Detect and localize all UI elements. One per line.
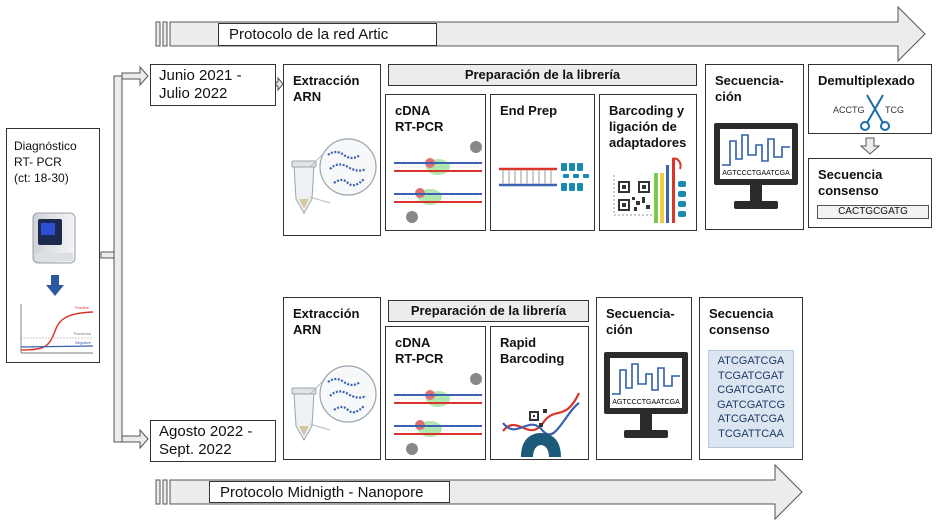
diagnosis-ct: (ct: 18-30) xyxy=(14,171,69,185)
bottom-consensus-box: Secuencia consenso ATCGATCGA TCGATCGAT C… xyxy=(699,297,803,460)
period-bottom-line1: Agosto 2022 - xyxy=(159,423,253,440)
top-library-header: Preparación de la librería xyxy=(388,64,697,86)
top-consensus-sequence: CACTGCGATG xyxy=(817,205,929,219)
consensus-line: CGATCGATC xyxy=(717,384,785,396)
top-protocol-arrow xyxy=(155,5,926,63)
bottom-sequencing-line1: Secuencia- xyxy=(606,306,675,321)
top-consensus-line1: Secuencia xyxy=(818,167,883,182)
barcode-ligation-icon xyxy=(613,157,686,223)
top-sequencing-line2: ción xyxy=(715,89,742,104)
diagnosis-title: Diagnóstico xyxy=(14,139,77,153)
rna-tube-icon xyxy=(291,138,377,215)
period-top-box: Junio 2021 - Julio 2022 xyxy=(150,64,276,106)
bottom-cdna-line2: RT-PCR xyxy=(395,351,444,366)
consensus-line: TCGATCGAT xyxy=(717,369,785,382)
top-extraction-box: Extracción ARN xyxy=(283,64,381,236)
top-cdna-line1: cDNA xyxy=(395,103,431,118)
legend-negative: Negative xyxy=(75,340,92,345)
top-extraction-line2: ARN xyxy=(293,89,322,104)
top-sequencing-line1: Secuencia- xyxy=(715,73,784,88)
demux-title: Demultiplexado xyxy=(818,73,915,88)
top-barcoding-line3: adaptadores xyxy=(609,135,687,150)
top-barcoding-line2: ligación de xyxy=(609,119,677,134)
consensus-sequence-panel: ATCGATCGA TCGATCGAT CGATCGATC GATCGATCG … xyxy=(708,350,794,448)
scissors-icon: ACCTG TCG xyxy=(833,94,904,131)
bottom-screen-sequence: AGTCCCTGAATCGA xyxy=(612,399,680,406)
pcr-machine-icon xyxy=(32,212,76,264)
rt-pcr-icon xyxy=(394,141,482,223)
consensus-line: ATCGATCGA xyxy=(717,355,785,367)
demux-down-arrow xyxy=(859,137,881,155)
bottom-cdna-box: cDNA RT-PCR xyxy=(385,326,486,460)
rapid-barcoding-line2: Barcoding xyxy=(500,351,565,366)
demux-seq-right: TCG xyxy=(885,105,904,115)
amplification-chart-icon: Positive Threshold Negative xyxy=(20,304,94,354)
top-consensus-line2: consenso xyxy=(818,183,879,198)
bottom-sequencer-monitor-icon: AGTCCCTGAATCGA xyxy=(604,352,688,438)
diagnosis-method: RT- PCR xyxy=(14,155,62,169)
bottom-protocol-label: Protocolo Midnigth - Nanopore xyxy=(209,481,450,503)
consensus-line: TCGATTCAA xyxy=(718,427,784,440)
top-cdna-line2: RT-PCR xyxy=(395,119,444,134)
bottom-extraction-box: Extracción ARN xyxy=(283,297,381,460)
legend-positive: Positive xyxy=(75,305,90,310)
top-barcoding-line1: Barcoding y xyxy=(609,103,685,118)
diagnosis-connector xyxy=(100,65,149,450)
consensus-line: GATCGATCG xyxy=(716,398,786,411)
top-sequencing-box: Secuencia- ción AGTCCCTGAATCGA xyxy=(705,64,804,230)
end-prep-icon xyxy=(499,163,589,191)
rapid-barcoding-box: Rapid Barcoding xyxy=(490,326,589,460)
period-top-line2: Julio 2022 xyxy=(159,85,228,102)
down-arrow-icon xyxy=(46,275,64,296)
bottom-extraction-line2: ARN xyxy=(293,322,322,337)
bottom-sequencing-box: Secuencia- ción AGTCCCTGAATCGA xyxy=(596,297,692,460)
sequencer-monitor-icon: AGTCCCTGAATCGA xyxy=(714,123,798,209)
top-barcoding-box: Barcoding y ligación de adaptadores xyxy=(599,94,697,231)
demux-seq-left: ACCTG xyxy=(833,105,865,115)
top-endprep-title: End Prep xyxy=(500,103,558,118)
bottom-consensus-line1: Secuencia xyxy=(709,306,774,321)
top-extraction-line1: Extracción xyxy=(293,73,360,88)
top-protocol-label: Protocolo de la red Artic xyxy=(218,23,437,46)
top-endprep-box: End Prep xyxy=(490,94,595,231)
top-cdna-box: cDNA RT-PCR xyxy=(385,94,486,231)
legend-threshold: Threshold xyxy=(73,331,91,336)
rapid-barcoding-icon xyxy=(502,392,580,457)
bottom-consensus-line2: consenso xyxy=(709,322,770,337)
consensus-line: ATCGATCGA xyxy=(717,413,785,425)
bottom-rna-tube-icon xyxy=(291,365,377,442)
bottom-protocol-arrow xyxy=(155,463,803,521)
bottom-extraction-line1: Extracción xyxy=(293,306,360,321)
top-screen-sequence: AGTCCCTGAATCGA xyxy=(722,170,790,177)
demux-box: Demultiplexado ACCTG TCG xyxy=(808,64,932,134)
period-top-line1: Junio 2021 - xyxy=(159,67,242,84)
diagnosis-box: Diagnóstico RT- PCR (ct: 18-30) Positive… xyxy=(6,128,100,363)
period-bottom-box: Agosto 2022 - Sept. 2022 xyxy=(150,420,276,462)
bottom-library-header: Preparación de la librería xyxy=(388,300,589,322)
bottom-rt-pcr-icon xyxy=(394,373,482,455)
bottom-sequencing-line2: ción xyxy=(606,322,633,337)
bottom-cdna-line1: cDNA xyxy=(395,335,431,350)
period-top-arrow xyxy=(275,76,284,92)
rapid-barcoding-line1: Rapid xyxy=(500,335,537,350)
top-consensus-box: Secuencia consenso CACTGCGATG xyxy=(808,158,932,228)
period-bottom-line2: Sept. 2022 xyxy=(159,441,232,458)
